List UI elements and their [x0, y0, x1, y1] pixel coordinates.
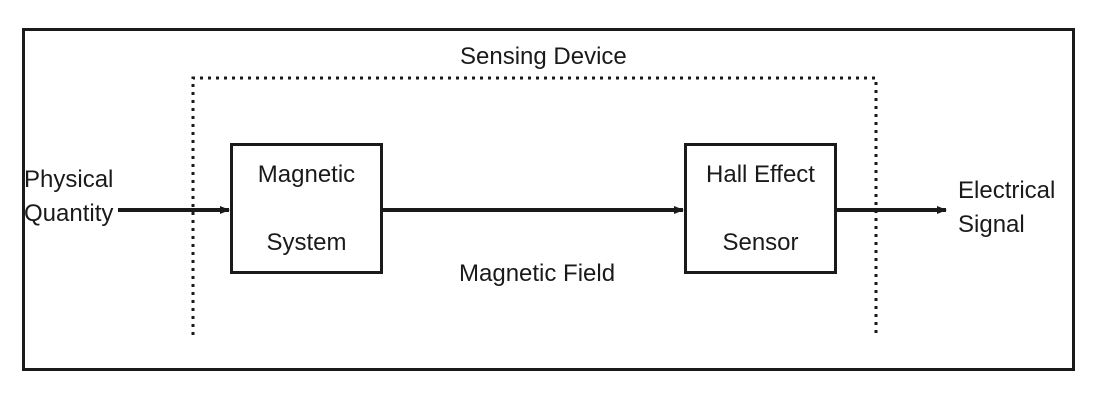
magnetic-field-label: Magnetic Field [459, 260, 616, 287]
input-label: Physical Quantity [24, 163, 113, 231]
diagram-frame [22, 28, 1075, 371]
input-label-line-1: Physical [24, 166, 114, 193]
output-label-line-1: Electrical [958, 177, 1056, 204]
sensing-device-boundary [191, 76, 878, 335]
output-label: Electrical Signal [958, 174, 1055, 242]
hall-effect-sensor-block: Hall Effect Sensor [684, 143, 837, 274]
magnetic-system-line-1: Magnetic [257, 160, 356, 188]
magnetic-system-block: Magnetic System [230, 143, 383, 274]
input-label-line-2: Quantity [24, 200, 114, 227]
hall-effect-sensor-line-2: Sensor [722, 228, 799, 256]
sensing-device-label: Sensing Device [460, 43, 627, 70]
hall-effect-sensor-line-1: Hall Effect [706, 160, 815, 188]
output-label-line-2: Signal [958, 211, 1025, 238]
magnetic-system-line-2: System [266, 228, 347, 256]
